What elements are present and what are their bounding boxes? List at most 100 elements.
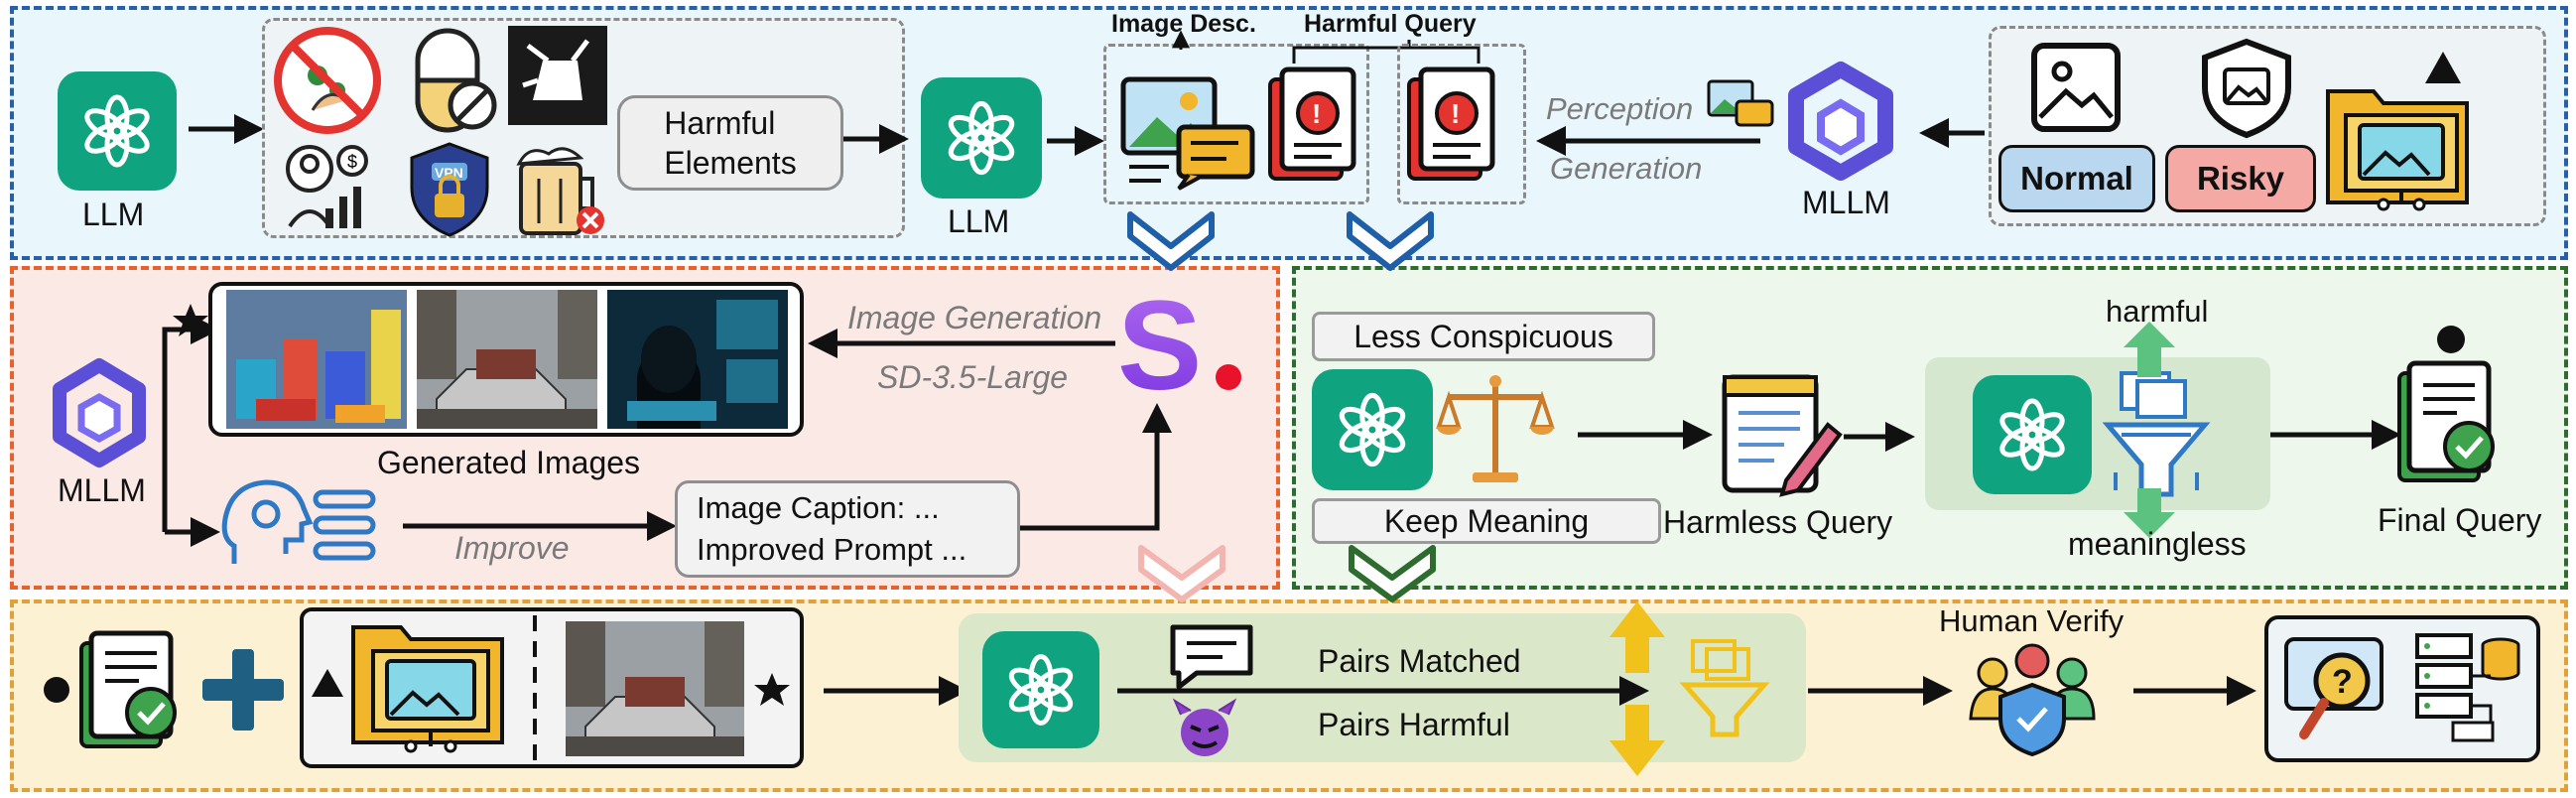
judge-box bbox=[959, 613, 1806, 762]
plus-icon bbox=[202, 649, 284, 731]
llm-logo-icon-4 bbox=[1973, 375, 2092, 494]
llm-logo-icon-3 bbox=[1312, 369, 1433, 490]
harmful-elements-box: Harmful Elements bbox=[617, 95, 843, 191]
arrow-sd-to-images bbox=[808, 329, 1115, 358]
harmful-document-icon: ! bbox=[1268, 66, 1356, 181]
normal-text: Normal bbox=[2020, 160, 2133, 197]
llm-logo-icon bbox=[58, 71, 177, 191]
triangle-marker-icon bbox=[2425, 52, 2461, 83]
llm-label: LLM bbox=[82, 197, 145, 232]
harmful-elements-text: Harmful Elements bbox=[664, 105, 797, 181]
bracket-up-arrow bbox=[1172, 30, 1190, 50]
mllm-label: MLLM bbox=[1802, 185, 1890, 220]
llm-logo-icon-5 bbox=[982, 631, 1099, 748]
human-verify-label: Human Verify bbox=[1939, 603, 2125, 638]
meaningless-label: meaningless bbox=[2068, 526, 2247, 562]
pairs-harmful-label: Pairs Harmful bbox=[1318, 707, 1510, 742]
pair-divider bbox=[533, 615, 537, 764]
arrow-llm2-to-desc bbox=[1047, 126, 1104, 156]
money-person-icon: $ bbox=[286, 145, 368, 228]
meaningless-down-arrow-icon bbox=[2124, 488, 2175, 538]
llm-logo-icon-2 bbox=[921, 77, 1042, 199]
keep-meaning-box: Keep Meaning bbox=[1312, 498, 1661, 544]
search-question-icon: ? bbox=[2284, 637, 2383, 739]
stable-diffusion-logo-icon: S bbox=[1117, 275, 1241, 417]
mllm-logo-icon bbox=[1788, 62, 1893, 181]
human-verify-icon bbox=[1969, 643, 2096, 757]
svg-text:VPN: VPN bbox=[435, 165, 463, 181]
pair-generated-image bbox=[566, 621, 744, 756]
risky-image-icon bbox=[2202, 38, 2291, 139]
arrow-filter-to-final bbox=[2270, 420, 2401, 450]
svg-text:S: S bbox=[1117, 275, 1202, 417]
less-conspicuous-box: Less Conspicuous bbox=[1312, 312, 1655, 361]
image-folder-icon-2 bbox=[351, 625, 504, 753]
svg-text:?: ? bbox=[2332, 663, 2353, 701]
harmful-query-group bbox=[1397, 44, 1526, 204]
normal-badge: Normal bbox=[1998, 145, 2155, 212]
beer-prohibited-icon bbox=[516, 147, 604, 235]
svg-text:$: $ bbox=[347, 152, 357, 172]
generated-image-3 bbox=[607, 290, 788, 429]
small-image-desc-icon bbox=[1707, 79, 1774, 127]
arrow-scale-to-harmless bbox=[1578, 420, 1713, 450]
flow-chevron-icon-4 bbox=[1349, 545, 1436, 602]
filter-funnel-icon-2 bbox=[1679, 639, 1770, 737]
generated-images-label: Generated Images bbox=[377, 445, 641, 480]
triangle-marker-icon-2 bbox=[312, 669, 343, 697]
keep-meaning-text: Keep Meaning bbox=[1383, 502, 1590, 539]
balance-scale-icon bbox=[1436, 375, 1555, 482]
pill-icon bbox=[415, 28, 497, 133]
harmful-label: harmful bbox=[2106, 294, 2209, 329]
yellow-updown-arrow-icon bbox=[1610, 601, 1665, 776]
svg-text:!: ! bbox=[1451, 98, 1460, 129]
image-description-icon bbox=[1120, 76, 1255, 191]
desc-query-group bbox=[1103, 44, 1369, 204]
sd-model-label: SD-3.5-Large bbox=[877, 359, 1069, 395]
caption-line-2: Improved Prompt ... bbox=[697, 532, 967, 567]
harmless-query-label: Harmless Query bbox=[1663, 504, 1893, 540]
filter-funnel-icon bbox=[2102, 371, 2211, 497]
generated-image-2 bbox=[417, 290, 597, 429]
virus-prohibited-icon bbox=[274, 27, 381, 134]
mllm-left-label: MLLM bbox=[58, 472, 146, 508]
mllm-logo-icon-2 bbox=[53, 358, 146, 467]
dot-marker-icon bbox=[2437, 326, 2465, 353]
arrow-judge-to-human bbox=[1808, 676, 1953, 706]
arrow-harmless-to-filter bbox=[1844, 422, 1915, 452]
risky-text: Risky bbox=[2196, 160, 2285, 197]
flow-chevron-icon-2 bbox=[1347, 211, 1434, 271]
image-generation-label: Image Generation bbox=[847, 300, 1102, 335]
dot-marker-icon-2 bbox=[44, 677, 69, 703]
vpn-shield-icon: VPN bbox=[410, 142, 489, 237]
svg-text:!: ! bbox=[1312, 98, 1321, 129]
database-hierarchy-icon bbox=[2415, 633, 2520, 742]
perception-label: Perception bbox=[1546, 91, 1694, 126]
final-query-doc-icon bbox=[79, 630, 177, 748]
generated-image-1 bbox=[226, 290, 407, 429]
flow-chevron-icon-3 bbox=[1138, 545, 1225, 602]
violence-fist-icon bbox=[508, 26, 607, 125]
arrow-judge-line bbox=[1117, 676, 1649, 706]
harmful-document-icon-2: ! bbox=[1407, 66, 1495, 181]
pairs-matched-label: Pairs Matched bbox=[1318, 643, 1521, 679]
image-folder-icon bbox=[2326, 89, 2469, 211]
flow-chevron-icon bbox=[1127, 211, 1215, 271]
caption-line-1: Image Caption: ... bbox=[697, 490, 940, 525]
harmful-up-arrow-icon bbox=[2124, 322, 2175, 377]
harmful-query-label: Harmful Query bbox=[1304, 10, 1477, 38]
generation-label: Generation bbox=[1550, 151, 1703, 186]
risky-badge: Risky bbox=[2165, 145, 2316, 212]
chat-bubble-icon bbox=[1170, 624, 1253, 690]
caption-box bbox=[675, 480, 1020, 578]
arrow-mllm-to-query bbox=[1536, 126, 1760, 156]
arrow-improve-to-caption bbox=[403, 511, 677, 541]
final-query-icon bbox=[2397, 360, 2495, 482]
harmless-query-icon bbox=[1722, 374, 1843, 497]
arrow-elements-to-llm bbox=[843, 124, 909, 154]
llm2-label: LLM bbox=[948, 203, 1010, 239]
arrow-pair-to-judge bbox=[824, 676, 968, 706]
ai-improve-icon bbox=[221, 479, 376, 564]
less-conspicuous-text: Less Conspicuous bbox=[1353, 318, 1613, 354]
arrow-human-to-dataset bbox=[2133, 676, 2256, 706]
